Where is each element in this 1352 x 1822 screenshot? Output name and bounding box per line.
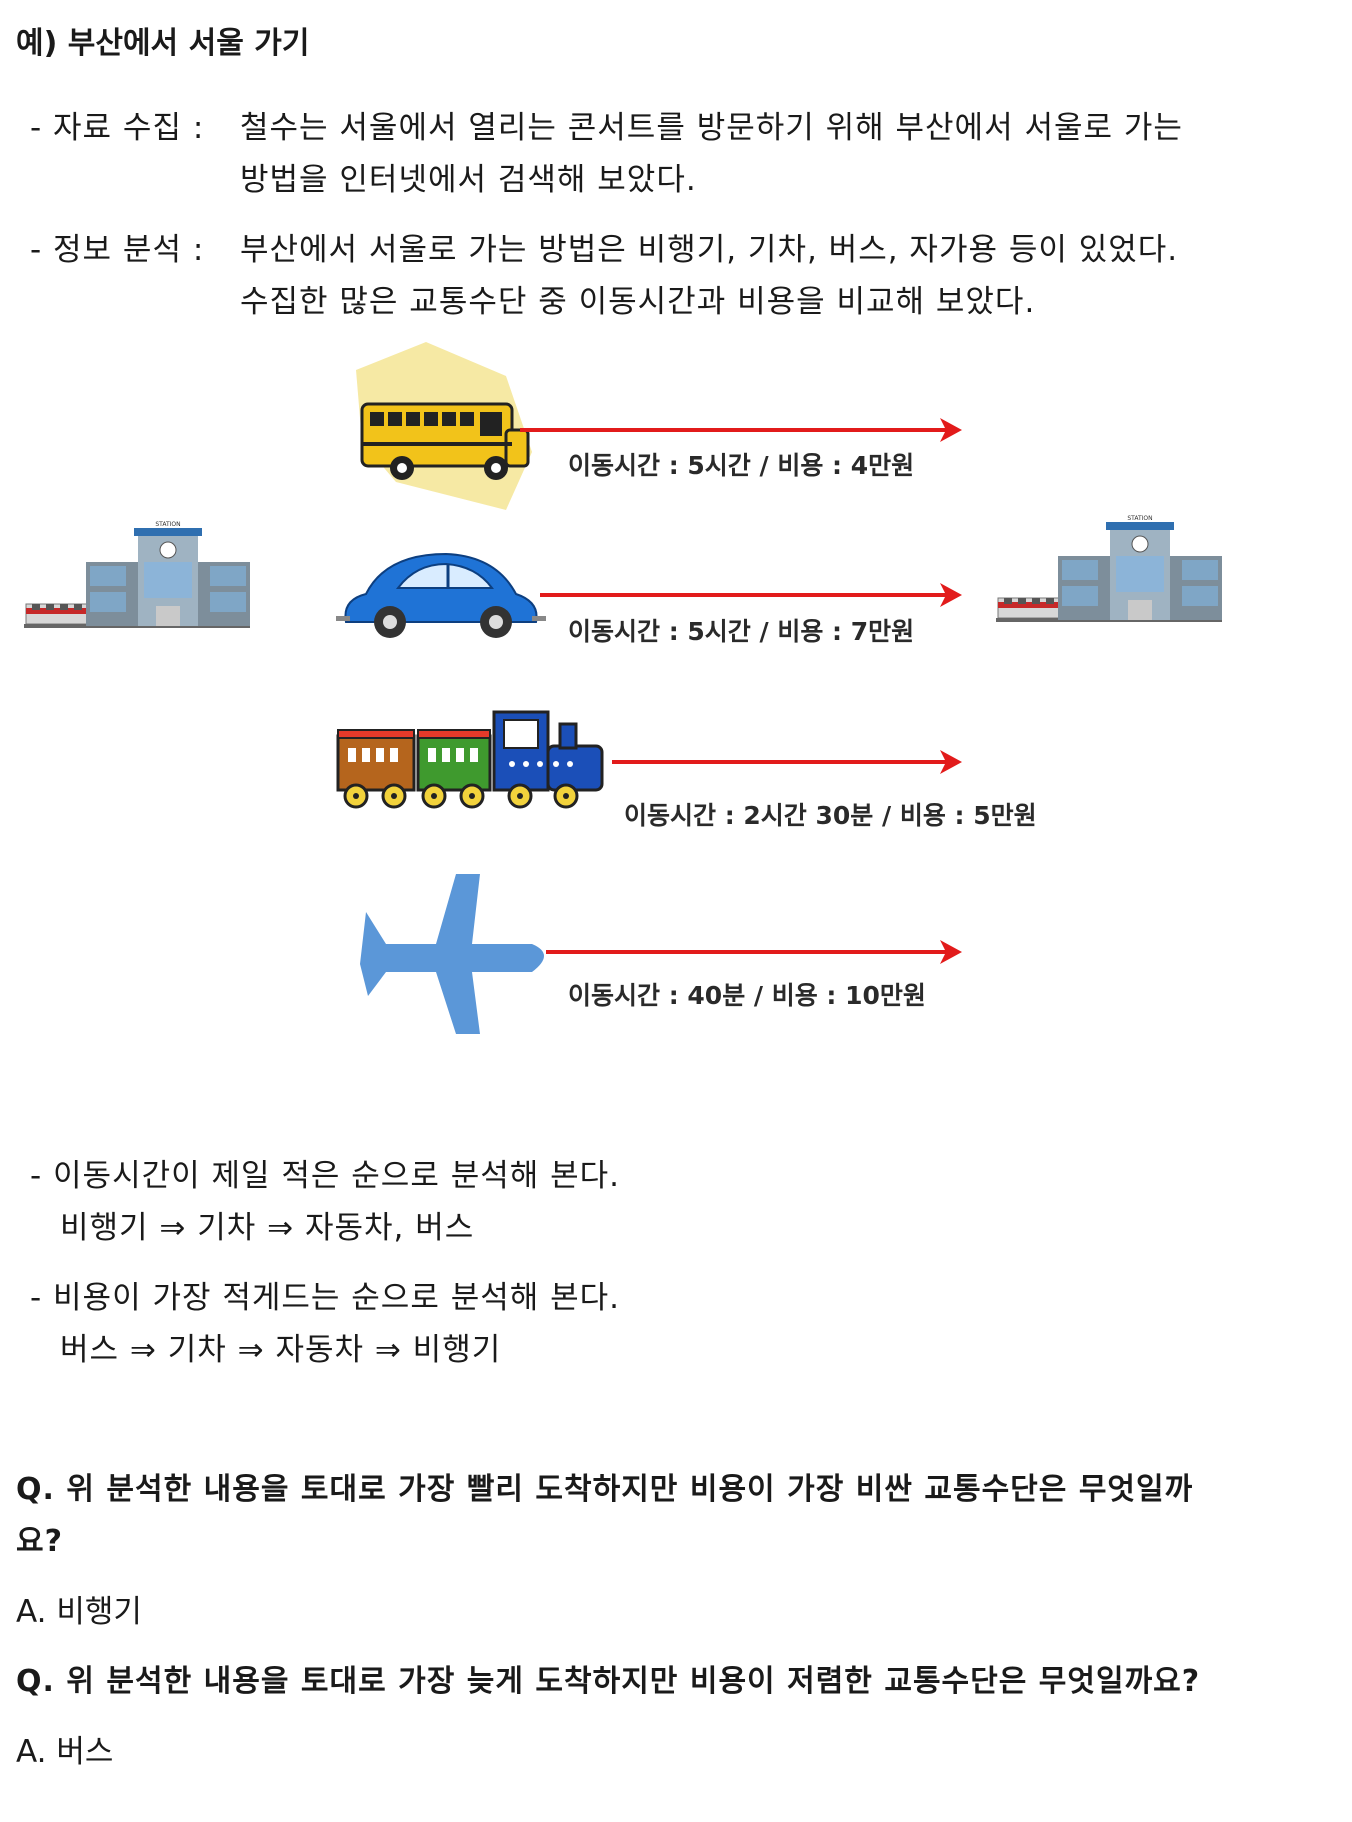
cost-order-heading: - 비용이 가장 적게드는 순으로 분석해 본다. xyxy=(30,1280,621,1316)
answer-2: A. 버스 xyxy=(16,1734,114,1770)
collect-line-2: 방법을 인터넷에서 검색해 보았다. xyxy=(240,162,697,198)
route-arrows xyxy=(520,418,962,964)
question-2: Q. 위 분석한 내용을 토대로 가장 늦게 도착하지만 비용이 저렴한 교통수… xyxy=(16,1664,1201,1699)
station-right-icon: STATION xyxy=(996,515,1222,622)
route-label-car: 이동시간 : 5시간 / 비용 : 7만원 xyxy=(568,617,915,646)
train-icon xyxy=(336,710,604,809)
bus-icon xyxy=(356,342,532,510)
analysis-label: - 정보 분석 : xyxy=(30,232,205,268)
question-1-cont: 요? xyxy=(16,1524,64,1559)
analysis-line-1: 부산에서 서울로 가는 방법은 비행기, 기차, 버스, 자가용 등이 있었다. xyxy=(240,232,1179,268)
route-label-train: 이동시간 : 2시간 30분 / 비용 : 5만원 xyxy=(624,801,1037,830)
route-label-plane: 이동시간 : 40분 / 비용 : 10만원 xyxy=(568,981,926,1010)
answer-1: A. 비행기 xyxy=(16,1594,142,1630)
station-sign-right: STATION xyxy=(1127,515,1152,522)
station-sign: STATION xyxy=(155,521,180,528)
cost-order-sequence: 버스 ⇒ 기차 ⇒ 자동차 ⇒ 비행기 xyxy=(60,1332,502,1368)
route-label-bus: 이동시간 : 5시간 / 비용 : 4만원 xyxy=(568,451,915,480)
question-1: Q. 위 분석한 내용을 토대로 가장 빨리 도착하지만 비용이 가장 비싼 교… xyxy=(16,1472,1194,1507)
station-left-icon: STATION xyxy=(24,521,250,628)
time-order-sequence: 비행기 ⇒ 기차 ⇒ 자동차, 버스 xyxy=(60,1210,475,1246)
airplane-icon xyxy=(360,874,544,1034)
collect-label: - 자료 수집 : xyxy=(30,110,205,146)
car-icon xyxy=(336,552,546,638)
collect-line-1: 철수는 서울에서 열리는 콘서트를 방문하기 위해 부산에서 서울로 가는 xyxy=(240,110,1183,146)
time-order-heading: - 이동시간이 제일 적은 순으로 분석해 본다. xyxy=(30,1158,621,1194)
page-title: 예) 부산에서 서울 가기 xyxy=(16,26,310,61)
analysis-line-2: 수집한 많은 교통수단 중 이동시간과 비용을 비교해 보았다. xyxy=(240,284,1036,320)
